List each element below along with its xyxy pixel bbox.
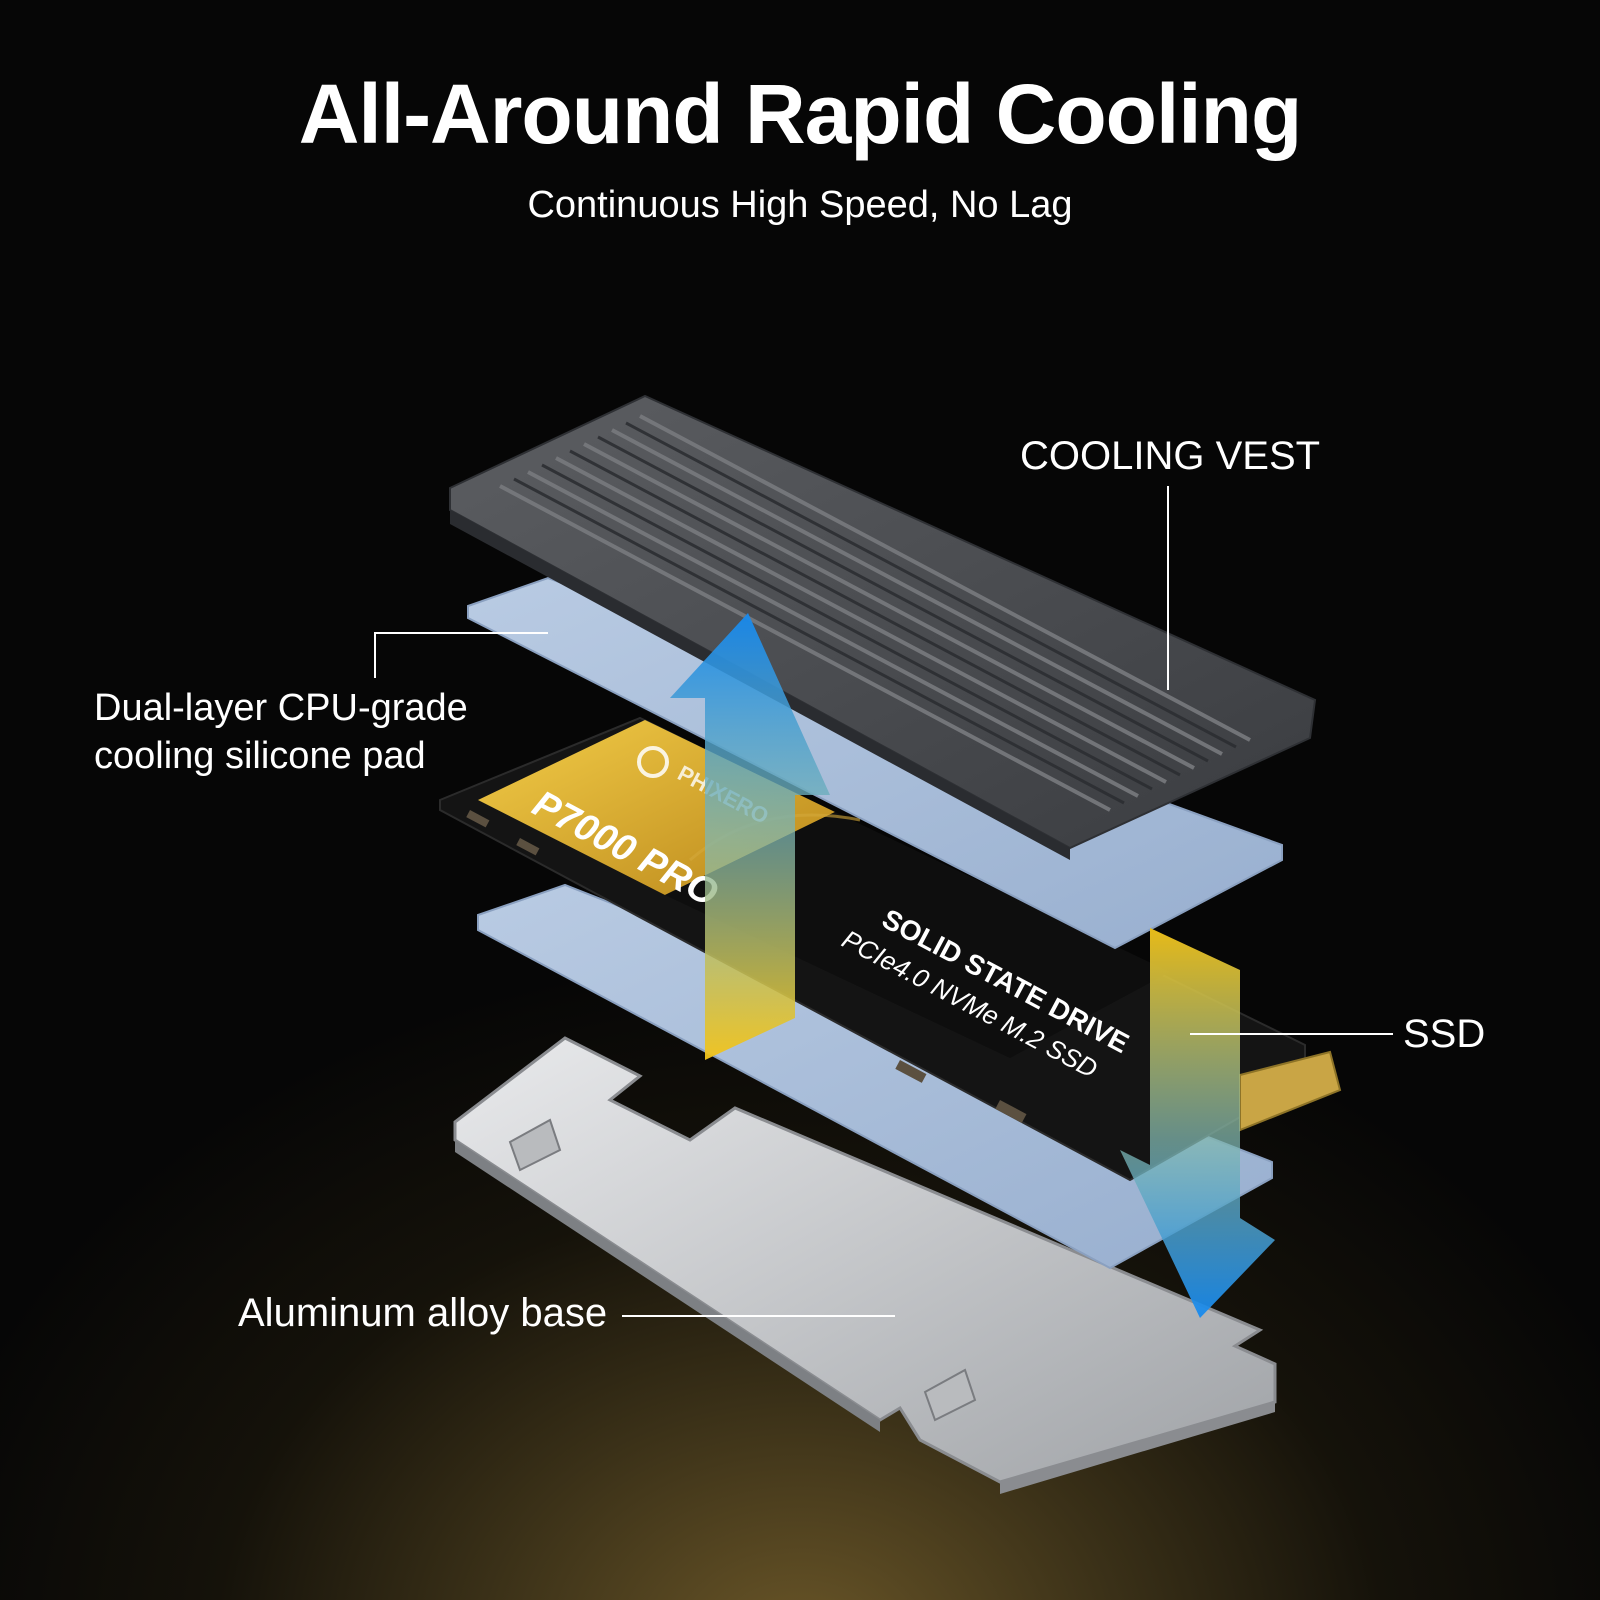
page-subtitle: Continuous High Speed, No Lag (527, 184, 1073, 226)
ssd-board: PHIXERO P7000 PRO SOLID STATE DRIVE PCIe… (439, 716, 1342, 1182)
cooling-vest-label: COOLING VEST (1020, 434, 1321, 478)
aluminum-base-plate (453, 1036, 1277, 1494)
heat-flow-up-arrow-icon (670, 613, 830, 1060)
page-title: All-Around Rapid Cooling (298, 67, 1303, 161)
silicone-pad-lower (477, 883, 1273, 1270)
aluminum-base-label: Aluminum alloy base (238, 1291, 608, 1335)
silicone-pad-label-line2: cooling silicone pad (94, 735, 426, 777)
silicone-pad-label: Dual-layer CPU-grade cooling silicone pa… (94, 684, 534, 780)
callout-leader-lines (374, 486, 1393, 1317)
heat-flow-down-arrow-icon (1120, 928, 1275, 1318)
silicone-pad-upper (467, 576, 1283, 950)
silicone-pad-label-line1: Dual-layer CPU-grade (94, 687, 468, 729)
phixero-logo-icon (637, 746, 669, 778)
ssd-label: SSD (1403, 1012, 1486, 1056)
